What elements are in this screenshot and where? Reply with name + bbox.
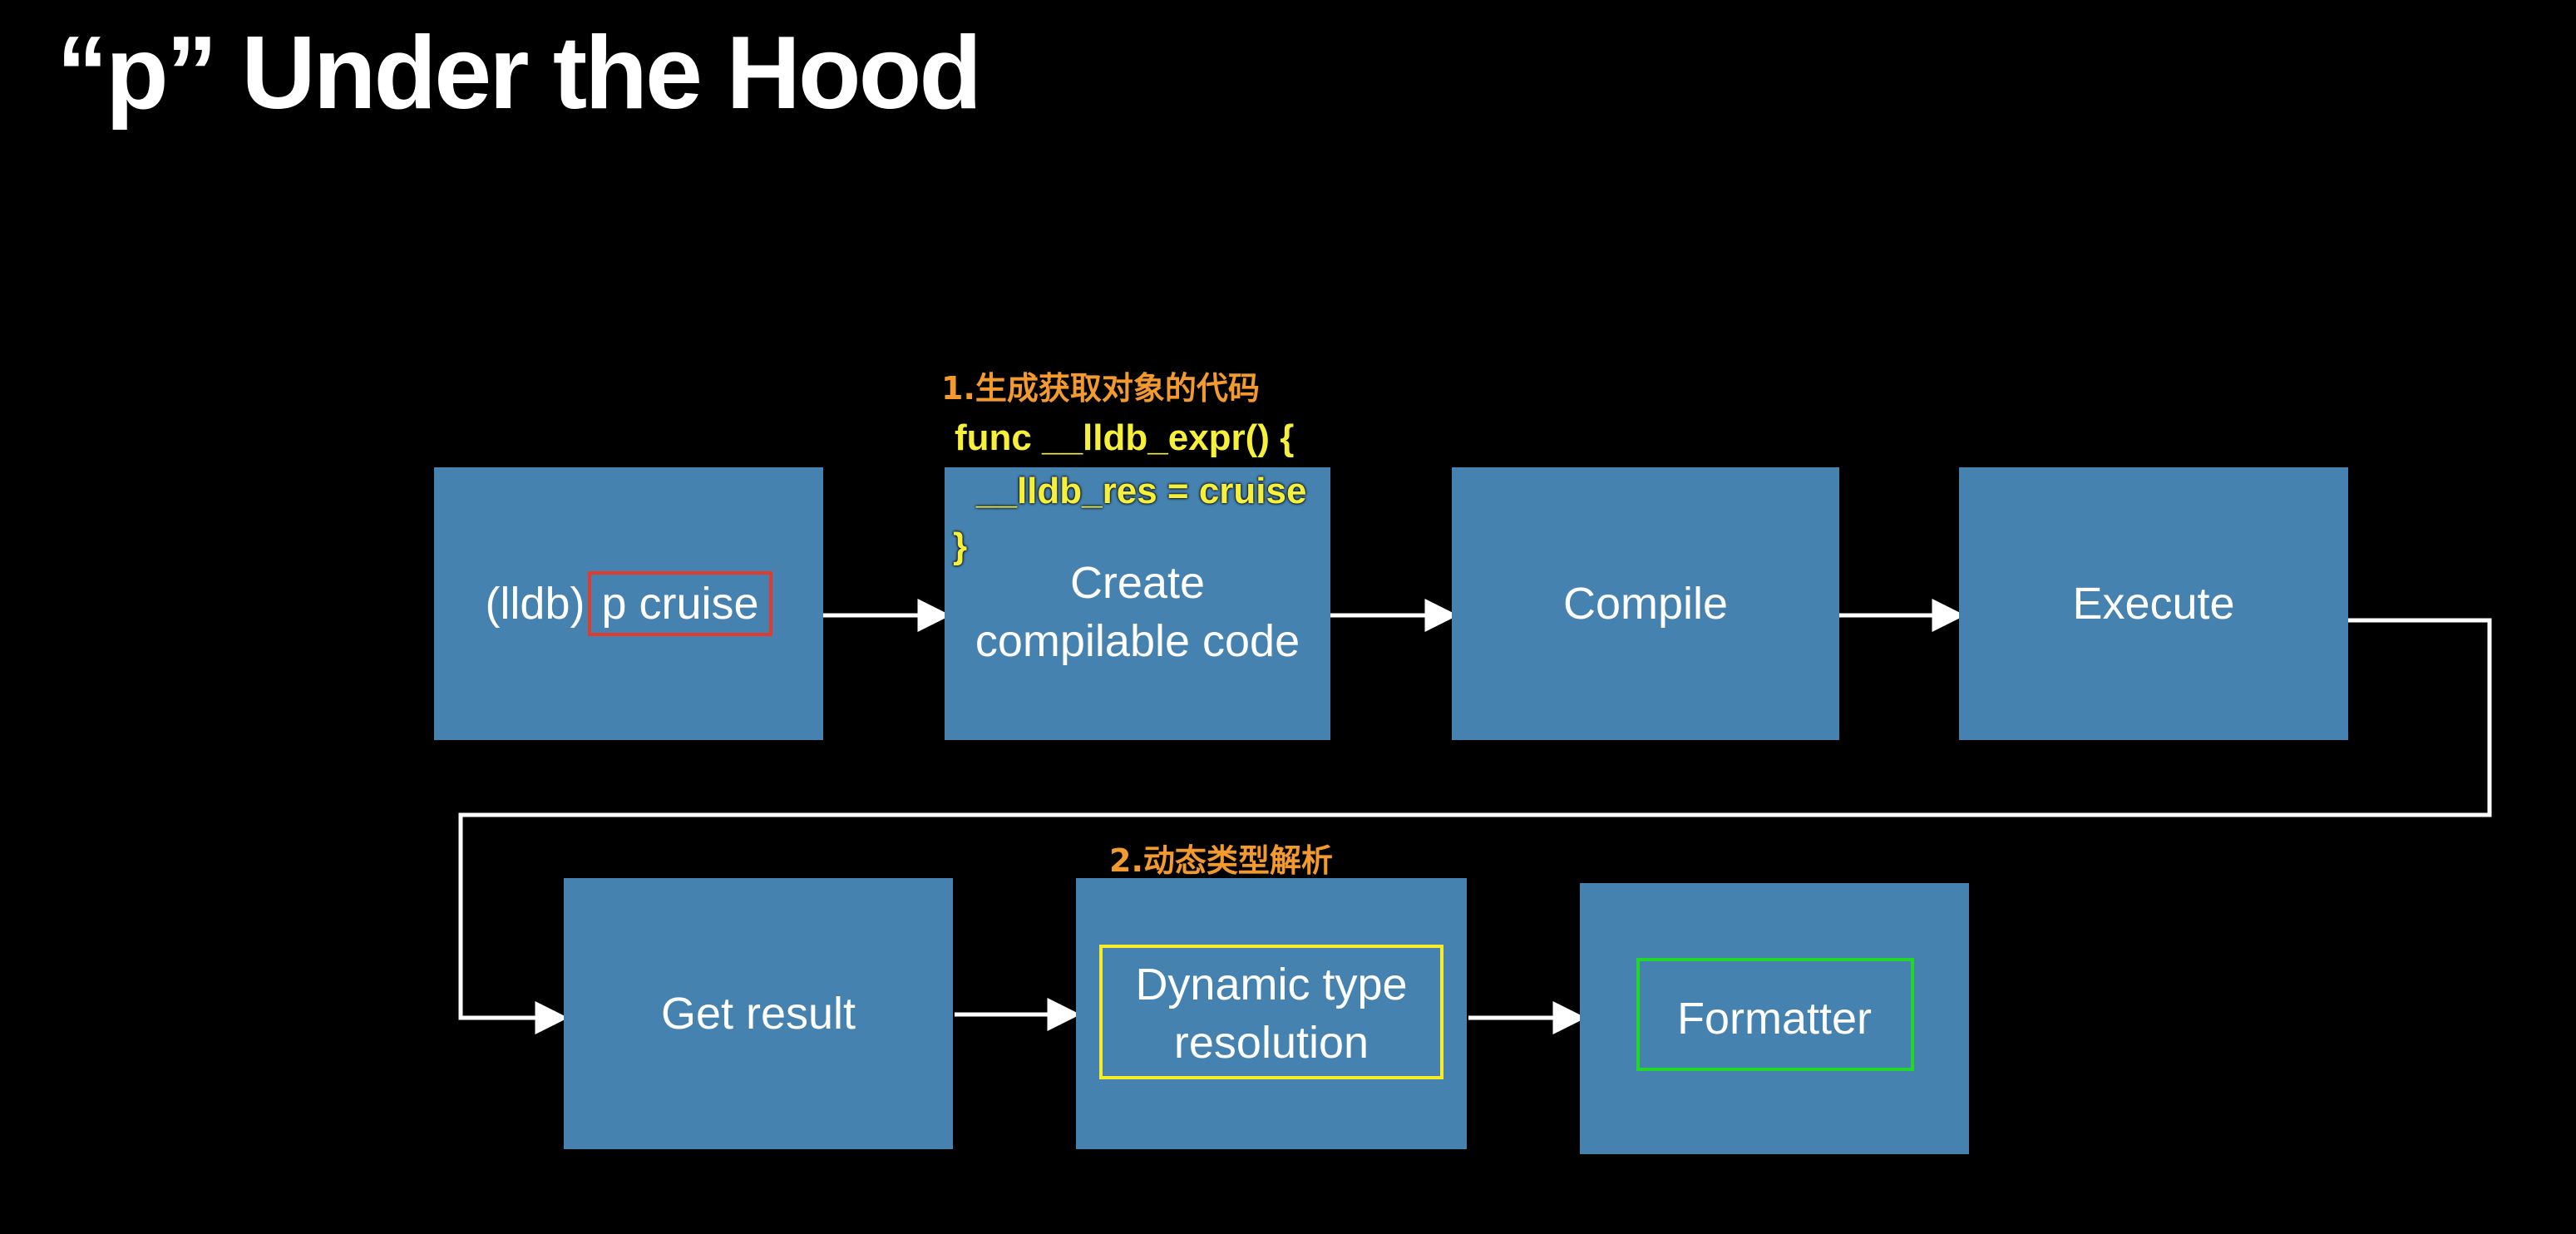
create-line-1: Create (1069, 558, 1206, 608)
step-get-result: Get result (564, 878, 953, 1149)
dynamic-type-highlight (1099, 945, 1443, 1079)
compile-label: Compile (1562, 579, 1729, 629)
step-dynamic-type-resolution: Dynamic type resolution (1076, 878, 1467, 1149)
code-line-2: __lldb_res = cruise (976, 471, 1307, 511)
dynamic-line-1: Dynamic type (1135, 960, 1408, 1009)
create-line-2: compilable code (975, 616, 1300, 666)
command-highlight: p cruise (588, 571, 772, 636)
formatter-label: Formatter (1676, 994, 1873, 1044)
get-result-label: Get result (660, 989, 856, 1039)
step-create-compilable-code: Create compilable code (945, 467, 1330, 740)
lldb-prompt: (lldb) (485, 579, 585, 629)
execute-label: Execute (2072, 579, 2235, 629)
slide-title: “p” Under the Hood (57, 16, 982, 131)
code-line-1: func __lldb_expr() { (955, 417, 1295, 458)
formatter-highlight (1636, 958, 1914, 1071)
code-line-3: } (953, 526, 968, 566)
dynamic-line-2: resolution (1173, 1018, 1369, 1068)
step-formatter: Formatter (1580, 883, 1969, 1154)
step-execute: Execute (1959, 467, 2348, 740)
step-lldb-command: (lldb) p cruise (434, 467, 823, 740)
step2-annotation: 2.动态类型解析 (1109, 842, 1333, 879)
step-compile: Compile (1452, 467, 1839, 740)
step1-annotation: 1.生成获取对象的代码 (941, 370, 1260, 407)
